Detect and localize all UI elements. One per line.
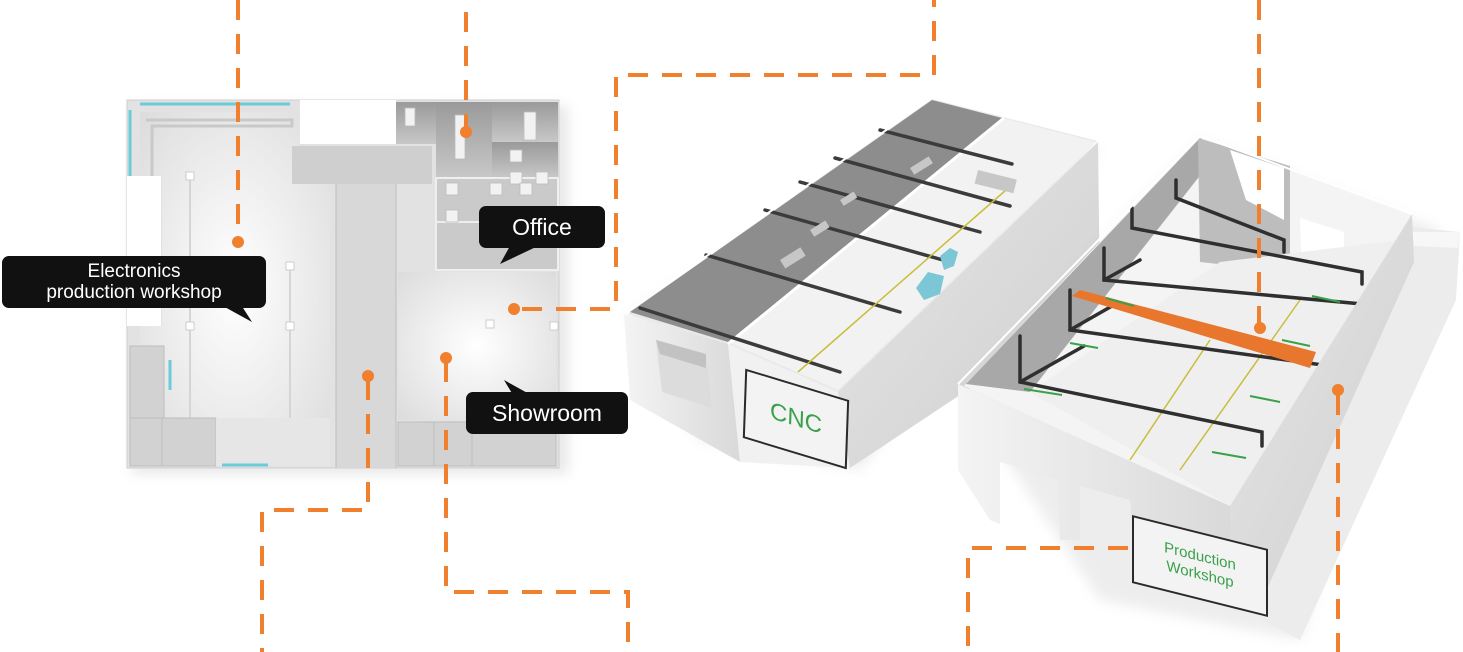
dot-showroom [440, 352, 452, 364]
callout-showroom: Showroom [466, 392, 628, 434]
callout-label-line2: production workshop [46, 282, 222, 303]
dot-annex [1332, 384, 1344, 396]
callout-label-line1: Electronics [87, 261, 181, 282]
leader-corridor [260, 380, 370, 652]
pointer-office [500, 246, 538, 264]
dot-office [460, 126, 472, 138]
callout-label: Office [512, 214, 572, 240]
leader-showroom-down [444, 362, 630, 652]
callout-office: Office [479, 206, 605, 248]
dot-production [1254, 322, 1266, 334]
dot-corridor [362, 370, 374, 382]
building-production [957, 134, 1460, 640]
callout-electronics-production-workshop: Electronics production workshop [2, 256, 266, 308]
sign-cnc-text: CNC [769, 397, 823, 440]
dot-showroom-right [508, 303, 520, 315]
callout-label: Showroom [492, 400, 602, 426]
dot-electronics [232, 236, 244, 248]
leader-dots [232, 126, 1344, 554]
